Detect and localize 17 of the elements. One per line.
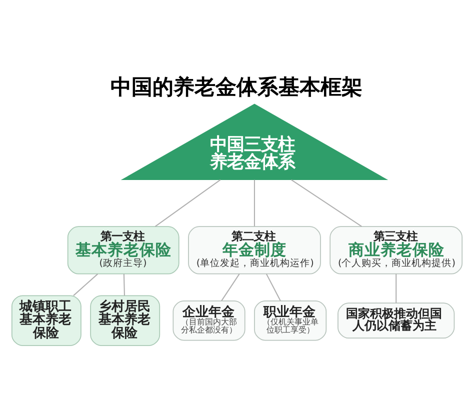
- connector: [266, 274, 281, 302]
- connector: [254, 180, 256, 226]
- node-box: 企业年金 （目前国内大部分私企都没有）: [172, 300, 246, 341]
- connector: [154, 179, 221, 227]
- node-box: 国家积极推动但国人仍以储蓄为主: [338, 302, 455, 338]
- connector: [73, 274, 98, 296]
- node-box: 乡村居民基本养老保险: [90, 295, 160, 346]
- connector: [291, 179, 362, 227]
- node-box: 第三支柱 商业养老保险 (个人购买，商业机构提供): [330, 226, 463, 274]
- connector: [221, 274, 240, 302]
- node-box: 职业年金 （仅机关事业单位职工享受）: [254, 300, 327, 341]
- node-box: 第二支柱 年金制度 (单位发起，商业机构运作): [188, 226, 321, 274]
- connector: [396, 274, 397, 304]
- node-box: 城镇职工基本养老保险: [11, 295, 82, 346]
- diagram-title: 中国的养老金体系基本框架: [110, 74, 363, 99]
- connector: [123, 274, 126, 296]
- node-box: 第一支柱 基本养老保险 (政府主导): [67, 226, 180, 274]
